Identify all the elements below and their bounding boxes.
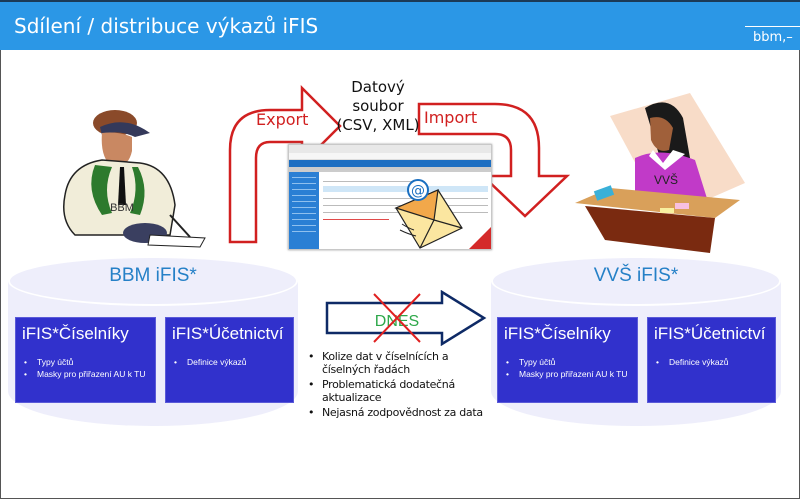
module-items: Typy účtů Masky pro přiřazení AU k TU	[504, 356, 628, 380]
pen	[169, 214, 191, 238]
data-file-label: Datový soubor (CSV, XML)	[328, 78, 428, 135]
browser-url-bar	[289, 153, 491, 160]
dnes-arrow-outline	[325, 290, 487, 346]
module-item: Typy účtů	[504, 356, 628, 368]
desk-top	[575, 188, 740, 218]
module-item: Typy účtů	[22, 356, 146, 368]
issue-item: Kolize dat v číselnících a číselných řad…	[308, 350, 472, 376]
data-file-line: soubor	[352, 97, 404, 115]
brand-divider	[745, 26, 800, 27]
issue-item: Problematická dodatečná aktualizace	[308, 378, 472, 404]
tie	[118, 167, 126, 205]
dnes-arrow: DNES	[325, 290, 487, 346]
vvs-module-ucetnictvi: iFIS*Účetnictví Definice výkazů	[647, 317, 776, 403]
module-title: iFIS*Číselníky	[504, 324, 611, 343]
bbm-module-ucetnictvi: iFIS*Účetnictví Definice výkazů	[165, 317, 294, 403]
vest-left	[91, 165, 112, 215]
module-item: Masky pro přiřazení AU k TU	[22, 368, 146, 380]
module-title: iFIS*Účetnictví	[172, 324, 284, 343]
slide-header: Sdílení / distribuce výkazů iFIS bbm,–	[0, 0, 800, 50]
calculator	[593, 185, 615, 201]
module-item: Definice výkazů	[172, 356, 247, 368]
sticky-note	[675, 203, 689, 209]
sticky-note	[660, 208, 674, 213]
issue-item: Nejasná zodpovědnost za data	[308, 406, 483, 419]
vvs-database-title: VVŠ iFIS*	[593, 265, 679, 286]
vvs-person-label: VVŠ	[654, 172, 678, 187]
brand-logo-text: bbm,–	[753, 30, 793, 45]
module-title: iFIS*Číselníky	[22, 324, 129, 343]
app-info-bar	[289, 167, 491, 172]
export-arrow	[228, 84, 342, 244]
cross-line	[373, 293, 421, 343]
svg-text:@: @	[411, 183, 425, 199]
browser-screenshot-image	[288, 144, 492, 250]
module-items: Definice výkazů	[654, 356, 729, 368]
vvs-module-ciselniky: iFIS*Číselníky Typy účtů Masky pro přiřa…	[497, 317, 638, 403]
data-file-line: (CSV, XML)	[336, 116, 420, 134]
paper	[147, 234, 206, 248]
app-header-bar	[289, 160, 491, 167]
face	[650, 117, 673, 151]
bbm-database-title: BBM iFIS*	[109, 265, 197, 286]
module-items: Definice výkazů	[172, 356, 247, 368]
bbm-person-label: BBM	[110, 202, 134, 214]
import-label: Import	[424, 108, 478, 127]
desk-front	[585, 206, 715, 253]
dnes-label: DNES	[375, 313, 419, 330]
dnes-issues-list: Kolize dat v číselnících a číselných řad…	[308, 350, 483, 421]
bbm-person-icon: BBM	[63, 110, 206, 248]
module-item: Definice výkazů	[654, 356, 729, 368]
browser-tab-bar	[289, 145, 491, 153]
module-item: Masky pro přiřazení AU k TU	[504, 368, 628, 380]
app-sidebar	[289, 172, 319, 249]
vvs-person-icon: VVŠ	[575, 93, 745, 253]
slide-title: Sdílení / distribuce výkazů iFIS	[14, 14, 319, 38]
bbm-module-ciselniky: iFIS*Číselníky Typy účtů Masky pro přiřa…	[15, 317, 156, 403]
envelope-at-icon: @	[394, 179, 463, 249]
face	[101, 132, 132, 168]
cap-visor	[100, 122, 150, 137]
app-logo-corner	[469, 227, 491, 249]
module-title: iFIS*Účetnictví	[654, 324, 766, 343]
collar	[649, 150, 685, 170]
import-arrow	[417, 102, 571, 218]
vest-right	[130, 167, 145, 215]
export-label: Export	[256, 110, 309, 129]
module-items: Typy účtů Masky pro přiřazení AU k TU	[22, 356, 146, 380]
data-file-line: Datový	[351, 78, 405, 96]
